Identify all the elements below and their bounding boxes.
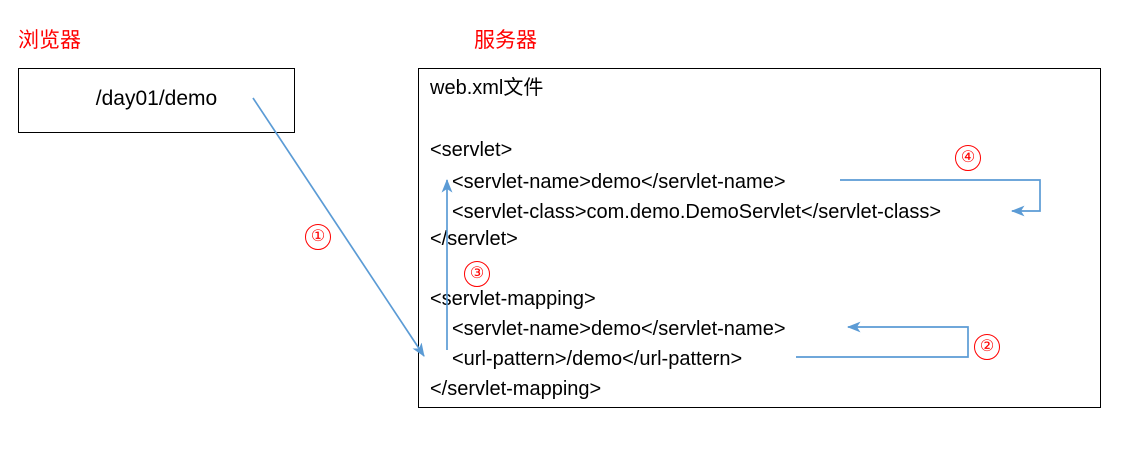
code-line-servlet-mapping-open: <servlet-mapping> [430, 288, 596, 310]
code-line-servlet-open: <servlet> [430, 139, 513, 161]
webxml-file-heading: web.xml文件 [430, 77, 544, 99]
browser-box: /day01/demo [18, 68, 295, 133]
code-line-url-pattern: <url-pattern>/demo</url-pattern> [452, 348, 743, 370]
code-line-servlet-mapping-close: </servlet-mapping> [430, 378, 602, 400]
marker-2: ② [974, 334, 1000, 360]
code-line-mapping-servlet-name: <servlet-name>demo</servlet-name> [452, 318, 786, 340]
browser-url-text: /day01/demo [95, 87, 218, 110]
browser-title-label: 浏览器 [18, 29, 81, 52]
code-line-servlet-name: <servlet-name>demo</servlet-name> [452, 171, 786, 193]
marker-1: ① [305, 224, 331, 250]
marker-3: ③ [464, 261, 490, 287]
server-title-label: 服务器 [474, 29, 537, 52]
arrow-1-request-to-url-pattern [252, 97, 425, 357]
code-line-servlet-close: </servlet> [430, 228, 518, 250]
code-line-servlet-class: <servlet-class>com.demo.DemoServlet</ser… [452, 201, 942, 223]
marker-4: ④ [955, 145, 981, 171]
